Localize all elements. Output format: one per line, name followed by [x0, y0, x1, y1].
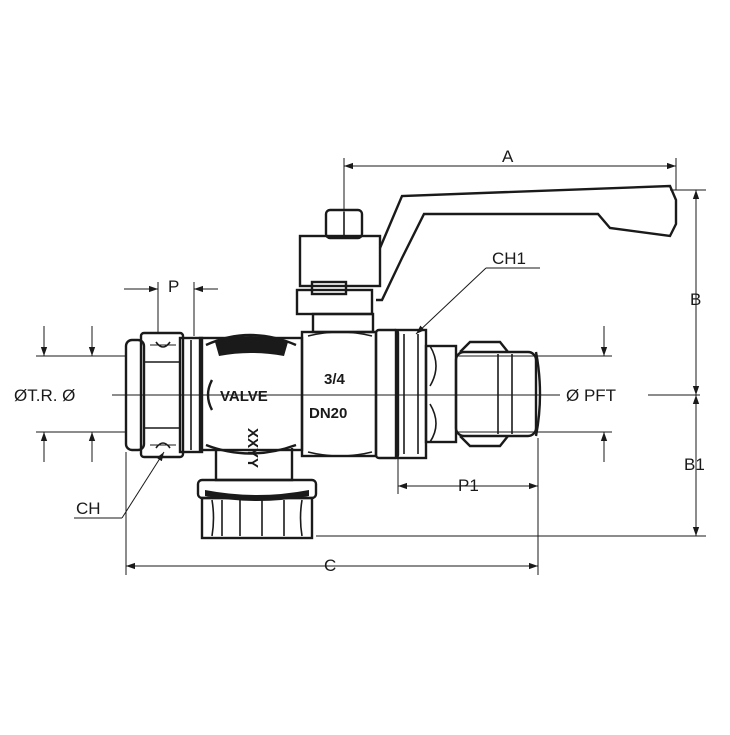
- label-a: A: [502, 147, 514, 166]
- size-marking: 3/4: [324, 371, 346, 388]
- leader-ch1: [415, 267, 540, 335]
- dimension-a: [343, 158, 677, 212]
- pft-label-background: [560, 382, 648, 406]
- label-tr-diameter: ØT.R. Ø: [14, 386, 75, 405]
- label-pft-diameter: Ø PFT: [566, 386, 616, 405]
- right-press-fitting: [374, 328, 542, 460]
- dimension-tr-diameter: [36, 326, 126, 462]
- label-ch1: CH1: [492, 249, 526, 268]
- label-b1: B1: [684, 455, 705, 474]
- leader-ch: [74, 451, 165, 519]
- dimension-p1: [397, 458, 538, 494]
- label-b: B: [690, 290, 701, 309]
- valve-body: [198, 330, 378, 458]
- dimension-b: [670, 189, 706, 395]
- compression-nut: [124, 331, 204, 459]
- valve-handle: [295, 184, 678, 334]
- dimension-pft-diameter: [456, 326, 612, 462]
- nominal-marking: DN20: [309, 405, 347, 422]
- label-p1: P1: [458, 476, 479, 495]
- label-p: P: [168, 277, 179, 296]
- dimension-c: [125, 438, 539, 575]
- dimension-b1: [316, 395, 706, 537]
- label-ch: CH: [76, 499, 101, 518]
- side-marking: XXYY: [244, 428, 261, 468]
- dimension-p: [124, 282, 218, 336]
- label-c: C: [324, 556, 336, 575]
- bottom-outlet: [196, 448, 318, 540]
- brand-marking: VALVE: [220, 388, 268, 405]
